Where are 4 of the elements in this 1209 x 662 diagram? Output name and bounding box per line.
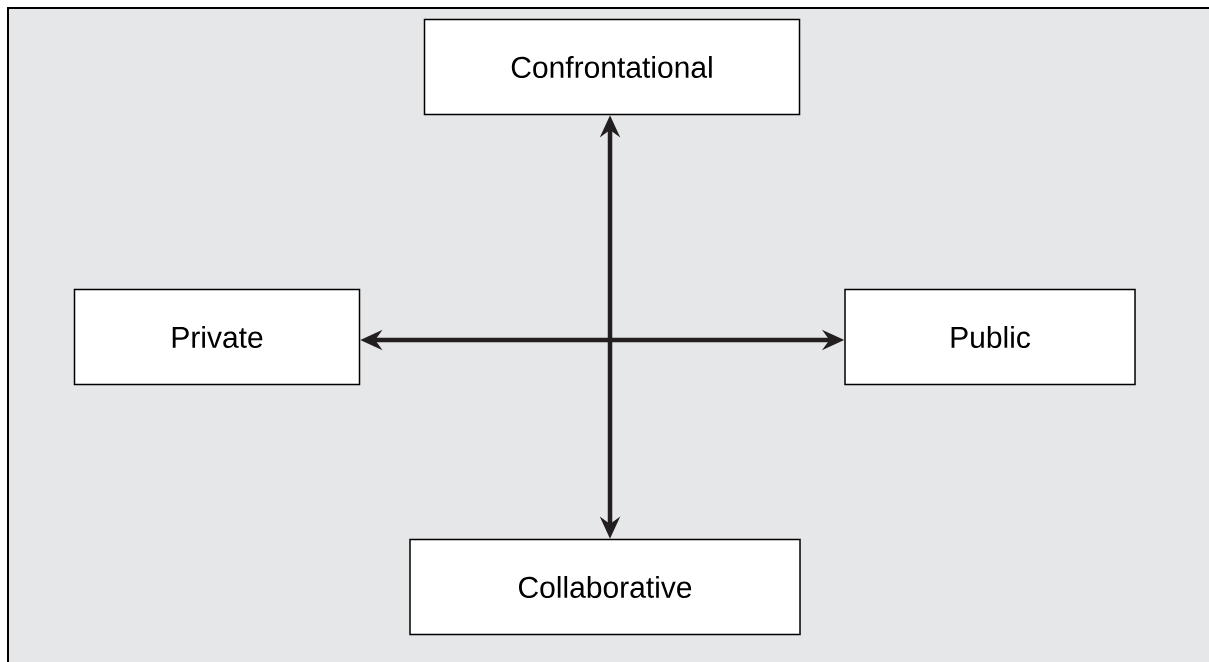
label-box: Public xyxy=(844,288,1136,386)
label-box: Collaborative xyxy=(409,538,801,636)
label-box: Confrontational xyxy=(423,18,801,116)
label-box: Private xyxy=(73,288,361,386)
